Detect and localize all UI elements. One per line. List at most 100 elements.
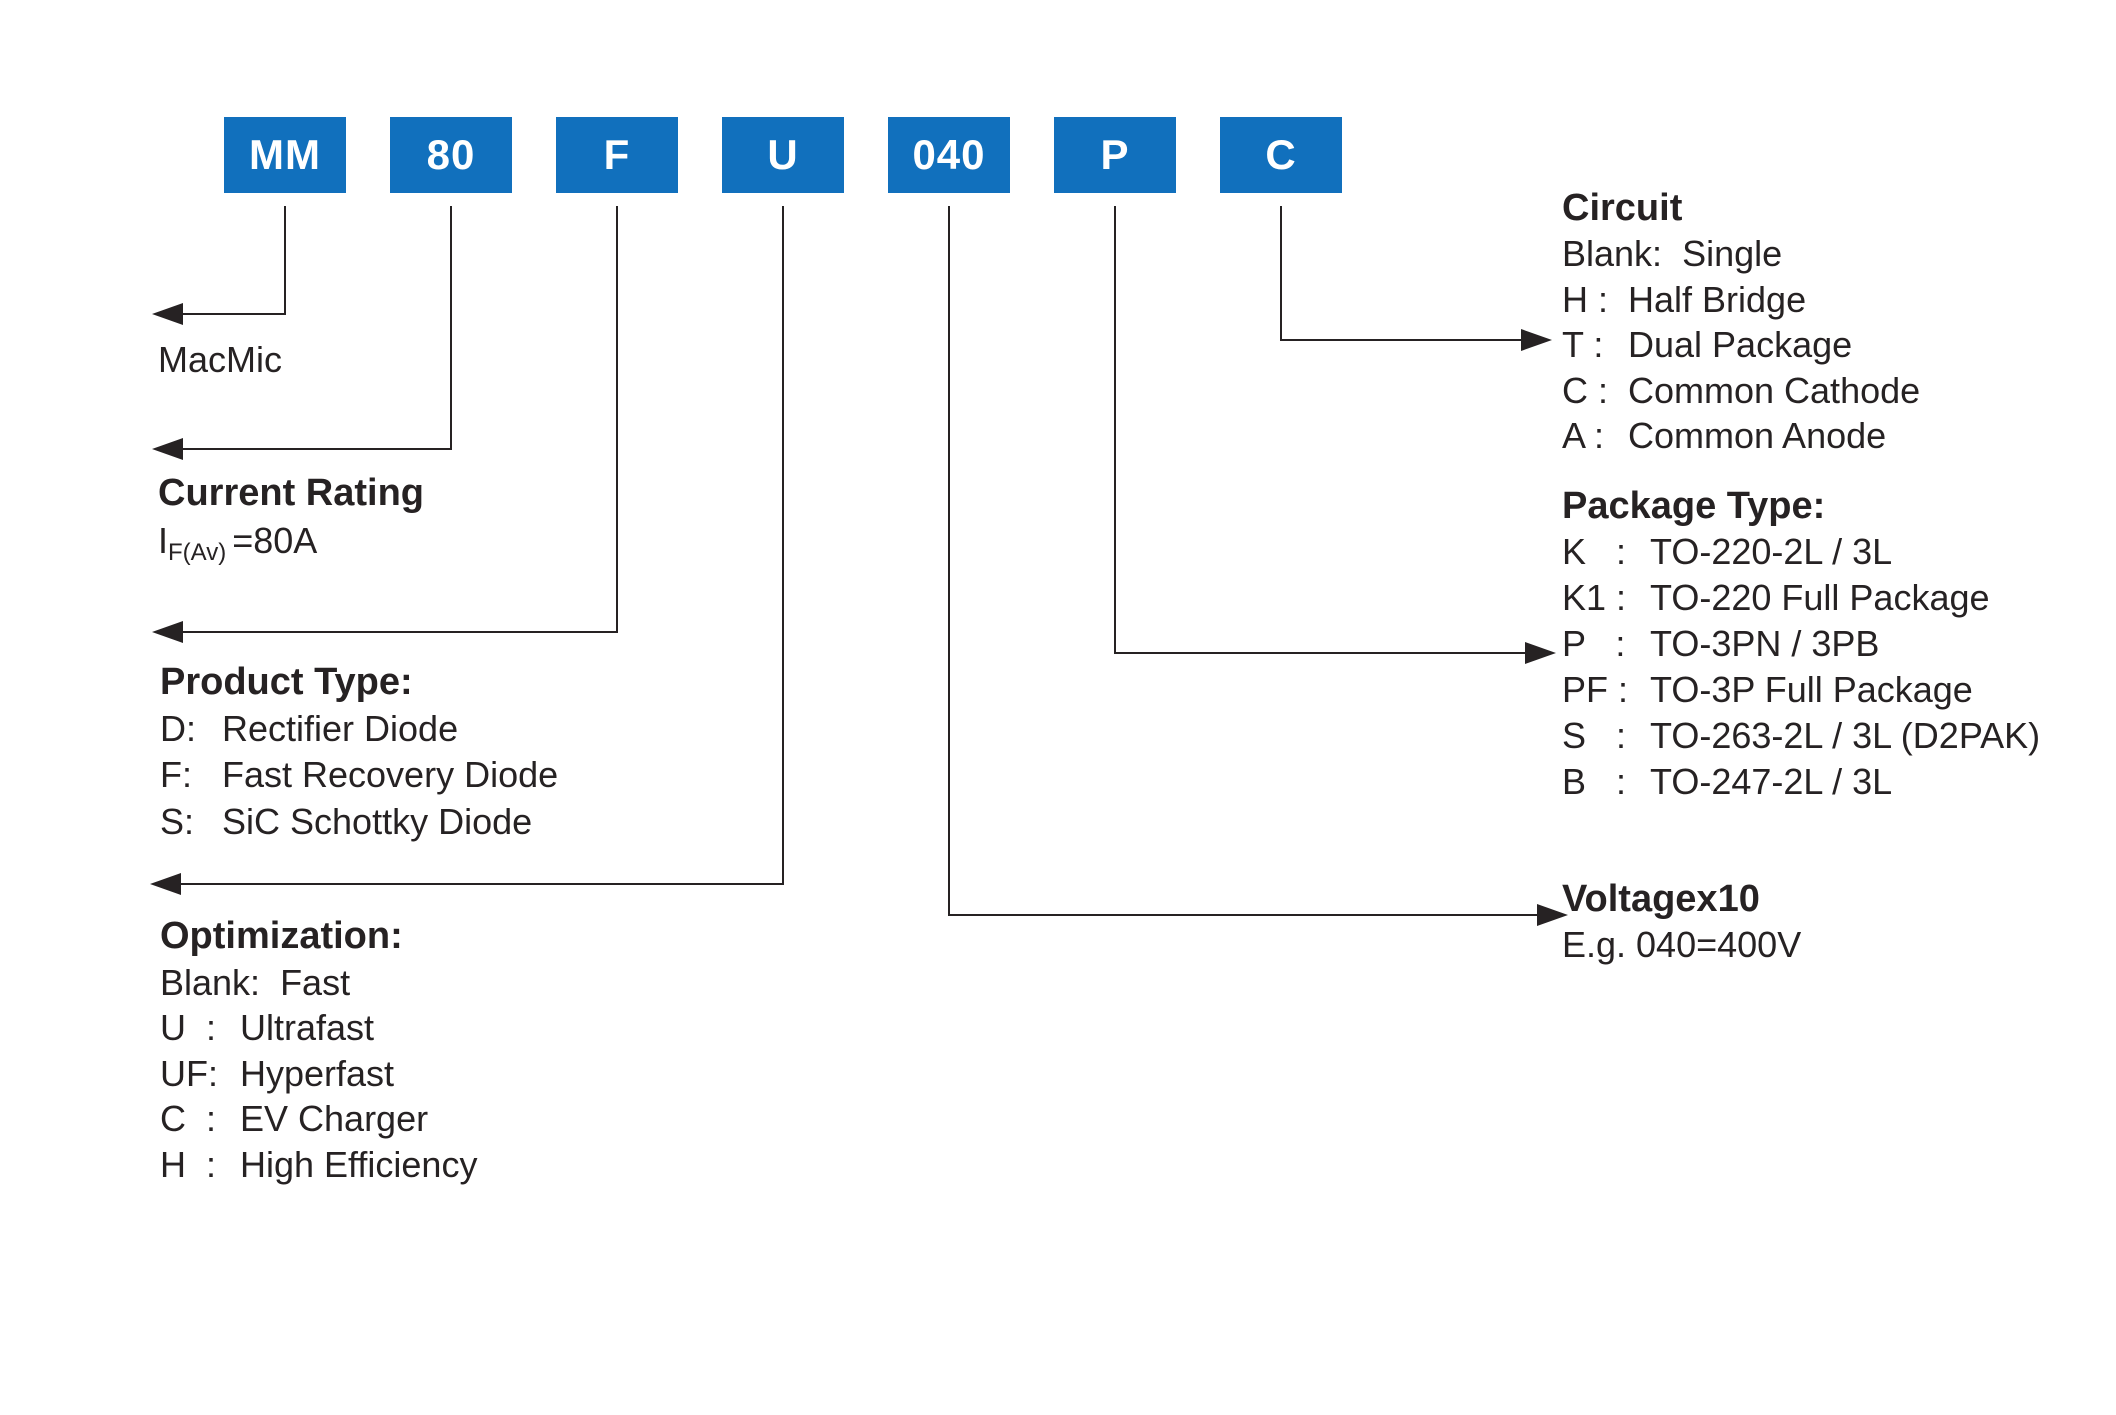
package-type-item: PF : TO-3P Full Package	[1562, 667, 2040, 713]
product-type-section: Product Type: D: Rectifier Diode F: Fast R…	[160, 659, 558, 845]
current-value: =80A	[232, 520, 318, 561]
circuit-item: Blank: Single	[1562, 231, 1920, 276]
product-type-item: F: Fast Recovery Diode	[160, 752, 558, 799]
item-value: EV Charger	[240, 1098, 429, 1140]
item-value: Fast	[280, 961, 351, 1003]
connector-u-vertical	[782, 206, 784, 884]
connector-p-vertical	[1114, 206, 1116, 653]
circuit-item: H : Half Bridge	[1562, 277, 1920, 322]
item-key: K1 :	[1562, 577, 1627, 618]
arrowhead-right-040	[1537, 904, 1568, 926]
item-value: Fast Recovery Diode	[222, 754, 559, 795]
item-value: TO-220 Full Package	[1650, 577, 1990, 618]
item-key: B :	[1562, 761, 1627, 802]
item-value: TO-263-2L / 3L (D2PAK)	[1650, 715, 2041, 756]
item-key: Blank:	[160, 961, 281, 1003]
optimization-item: U : Ultrafast	[160, 1005, 477, 1051]
item-value: Ultrafast	[240, 1007, 375, 1049]
optimization-title: Optimization:	[160, 915, 403, 957]
optimization-item: H : High Efficiency	[160, 1142, 477, 1188]
item-value: TO-220-2L / 3L	[1650, 531, 1893, 572]
product-type-item: D: Rectifier Diode	[160, 706, 558, 753]
item-key: U :	[160, 1007, 217, 1049]
current-rating-value: IF(Av)=80A	[158, 517, 424, 576]
voltage-section: Voltagex10 E.g. 040=400V	[1562, 877, 1801, 967]
package-type-item: S : TO-263-2L / 3L (D2PAK)	[1562, 713, 2040, 759]
item-value: TO-3P Full Package	[1650, 669, 1973, 710]
item-value: High Efficiency	[240, 1143, 478, 1185]
item-key: S :	[1562, 715, 1627, 756]
item-value: Common Cathode	[1628, 369, 1921, 411]
item-value: SiC Schottky Diode	[222, 800, 533, 842]
item-key: Blank:	[1562, 233, 1683, 275]
circuit-item: A : Common Anode	[1562, 413, 1920, 458]
current-rating-title: Current Rating	[158, 472, 424, 514]
connector-c-vertical	[1280, 206, 1282, 340]
arrowhead-left-f	[152, 621, 183, 643]
current-symbol-subscript: F(Av)	[168, 539, 227, 566]
code-box-040: 040	[888, 117, 1010, 193]
item-value: Rectifier Diode	[222, 707, 459, 749]
item-value: TO-3PN / 3PB	[1650, 623, 1880, 664]
code-box-p: P	[1054, 117, 1176, 193]
circuit-item: T : Dual Package	[1562, 322, 1920, 367]
connector-mm-horizontal	[168, 313, 286, 315]
arrowhead-right-c	[1521, 329, 1552, 351]
item-key: C :	[160, 1098, 217, 1140]
circuit-item: C : Common Cathode	[1562, 368, 1920, 413]
package-type-title: Package Type:	[1562, 485, 1826, 527]
connector-mm-vertical	[284, 206, 286, 314]
item-key: H :	[160, 1143, 217, 1185]
optimization-item: C : EV Charger	[160, 1096, 477, 1142]
item-value: Single	[1682, 233, 1783, 275]
connector-p-horizontal	[1114, 652, 1526, 654]
product-type-title: Product Type:	[160, 661, 413, 703]
optimization-section: Optimization: Blank: Fast U : Ultrafast U…	[160, 914, 477, 1188]
item-key: P :	[1562, 623, 1626, 664]
arrowhead-left-u	[150, 873, 181, 895]
item-key: D:	[160, 707, 196, 749]
voltage-example: E.g. 040=400V	[1562, 924, 1802, 965]
item-value: Common Anode	[1628, 415, 1887, 457]
item-key: PF :	[1562, 669, 1629, 710]
connector-80-horizontal	[168, 448, 452, 450]
code-box-u: U	[722, 117, 844, 193]
item-key: A :	[1562, 415, 1605, 457]
package-type-section: Package Type: K : TO-220-2L / 3L K1 : TO-2…	[1562, 483, 2040, 805]
item-key: K :	[1562, 531, 1627, 572]
connector-f-horizontal	[168, 631, 618, 633]
item-value: Dual Package	[1628, 324, 1853, 366]
product-type-item: S: SiC Schottky Diode	[160, 799, 558, 846]
connector-c-horizontal	[1280, 339, 1522, 341]
item-key: C :	[1562, 369, 1609, 411]
item-key: H :	[1562, 278, 1609, 320]
code-box-80: 80	[390, 117, 512, 193]
arrowhead-left-80	[152, 438, 183, 460]
code-box-mm: MM	[224, 117, 346, 193]
arrowhead-right-p	[1525, 642, 1556, 664]
item-value: Half Bridge	[1628, 278, 1807, 320]
manufacturer-label: MacMic	[158, 339, 282, 380]
connector-f-vertical	[616, 206, 618, 632]
voltage-title: Voltagex10	[1562, 878, 1760, 920]
optimization-item: Blank: Fast	[160, 960, 477, 1006]
circuit-section: Circuit Blank: Single H : Half Bridge T :…	[1562, 186, 1920, 458]
connector-80-vertical	[450, 206, 452, 449]
item-key: S:	[160, 800, 195, 842]
arrowhead-left-mm	[152, 303, 183, 325]
item-value: Hyperfast	[240, 1052, 395, 1094]
item-value: TO-247-2L / 3L	[1650, 761, 1893, 802]
current-rating-section: Current Rating IF(Av)=80A	[158, 470, 424, 576]
code-box-f: F	[556, 117, 678, 193]
connector-040-horizontal	[948, 914, 1540, 916]
package-type-item: P : TO-3PN / 3PB	[1562, 621, 2040, 667]
circuit-title: Circuit	[1562, 187, 1683, 229]
package-type-item: B : TO-247-2L / 3L	[1562, 759, 2040, 805]
optimization-item: UF: Hyperfast	[160, 1051, 477, 1097]
item-key: F:	[160, 754, 192, 795]
item-key: UF:	[160, 1052, 218, 1094]
package-type-item: K1 : TO-220 Full Package	[1562, 575, 2040, 621]
item-key: T :	[1562, 324, 1604, 366]
connector-u-horizontal	[166, 883, 784, 885]
